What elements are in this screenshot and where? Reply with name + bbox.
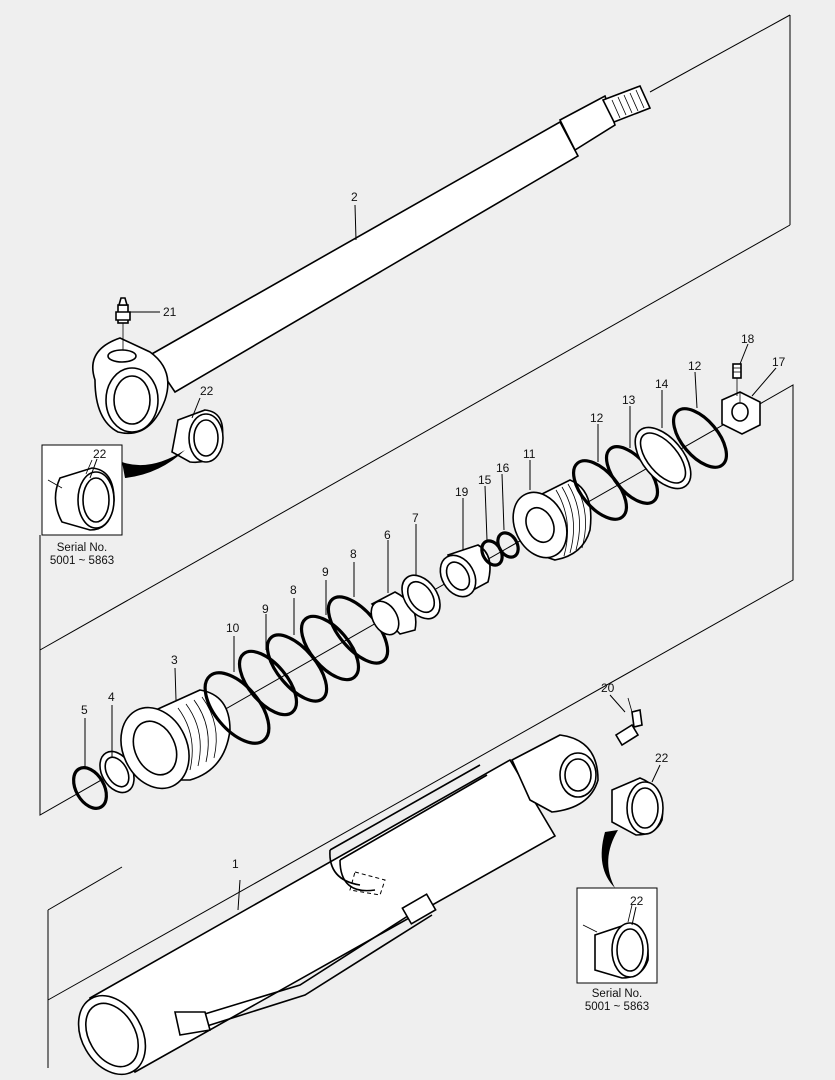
leader-lines [84, 204, 777, 926]
bushing-22-cylinder [611, 764, 664, 836]
callout-5: 5 [81, 703, 88, 717]
callout-7: 7 [412, 511, 419, 525]
cylinder-group-frame [47, 866, 123, 1068]
lock-nut-17 [721, 391, 761, 435]
callout-17: 17 [772, 355, 786, 369]
callout-22-inset-bottom: 22 [630, 894, 644, 908]
inset-serial-top [41, 444, 185, 536]
backup-ring-9b [299, 614, 361, 682]
callout-18: 18 [741, 332, 755, 346]
cylinder-head-3 [120, 689, 231, 790]
inset-top-caption-line1: Serial No. [57, 542, 108, 554]
callout-21: 21 [163, 305, 177, 319]
callout-6: 6 [384, 528, 391, 542]
backup-ring-9a [237, 649, 299, 717]
grease-nipple-21 [115, 297, 160, 350]
set-screw-18 [732, 363, 742, 396]
inset-captions: Serial No. 5001 ~ 5863 Serial No. 5001 ~… [50, 542, 649, 1013]
wear-ring-12b [672, 407, 728, 469]
callout-8a: 8 [290, 583, 297, 597]
callout-16: 16 [496, 461, 510, 475]
slide-ring-14 [634, 426, 692, 490]
callout-9a: 9 [262, 602, 269, 616]
ring-16 [496, 531, 520, 559]
callout-4: 4 [108, 690, 115, 704]
callout-20: 20 [601, 681, 615, 695]
callout-13: 13 [622, 393, 636, 407]
callout-10: 10 [226, 621, 240, 635]
rod-group-frame [39, 14, 791, 651]
callout-8b: 8 [350, 547, 357, 561]
ring-19 [439, 544, 491, 598]
inset-bottom-caption-line1: Serial No. [592, 988, 643, 1000]
callout-15: 15 [478, 473, 492, 487]
piston-rod [92, 84, 652, 434]
grease-fitting-20 [614, 697, 643, 747]
callout-12b: 12 [688, 359, 702, 373]
inset-top-caption-line2: 5001 ~ 5863 [50, 555, 114, 567]
callout-14: 14 [655, 377, 669, 391]
callout-2: 2 [351, 190, 358, 204]
callout-11: 11 [523, 447, 536, 461]
callout-labels: 2 1 3 4 5 10 9 8 9 8 6 7 19 15 16 11 12 … [81, 190, 786, 908]
piston-11 [512, 479, 592, 561]
inset-serial-bottom [576, 887, 658, 984]
bushing-22-rod [171, 397, 224, 464]
callout-9b: 9 [322, 565, 329, 579]
inset-arrow-bottom [601, 830, 618, 888]
callout-1: 1 [232, 857, 239, 871]
inset-bottom-caption-line2: 5001 ~ 5863 [585, 1001, 649, 1013]
callout-19: 19 [455, 485, 469, 499]
callout-3: 3 [171, 653, 178, 667]
seal-7 [401, 574, 441, 620]
o-ring-5 [72, 766, 108, 810]
callout-12a: 12 [590, 411, 604, 425]
callout-22-cylinder: 22 [655, 751, 669, 765]
seal-group-frame [39, 384, 794, 1001]
callout-22-inset-top: 22 [93, 447, 107, 461]
callout-22-rod: 22 [200, 384, 214, 398]
cylinder-tube-1 [77, 734, 599, 1076]
